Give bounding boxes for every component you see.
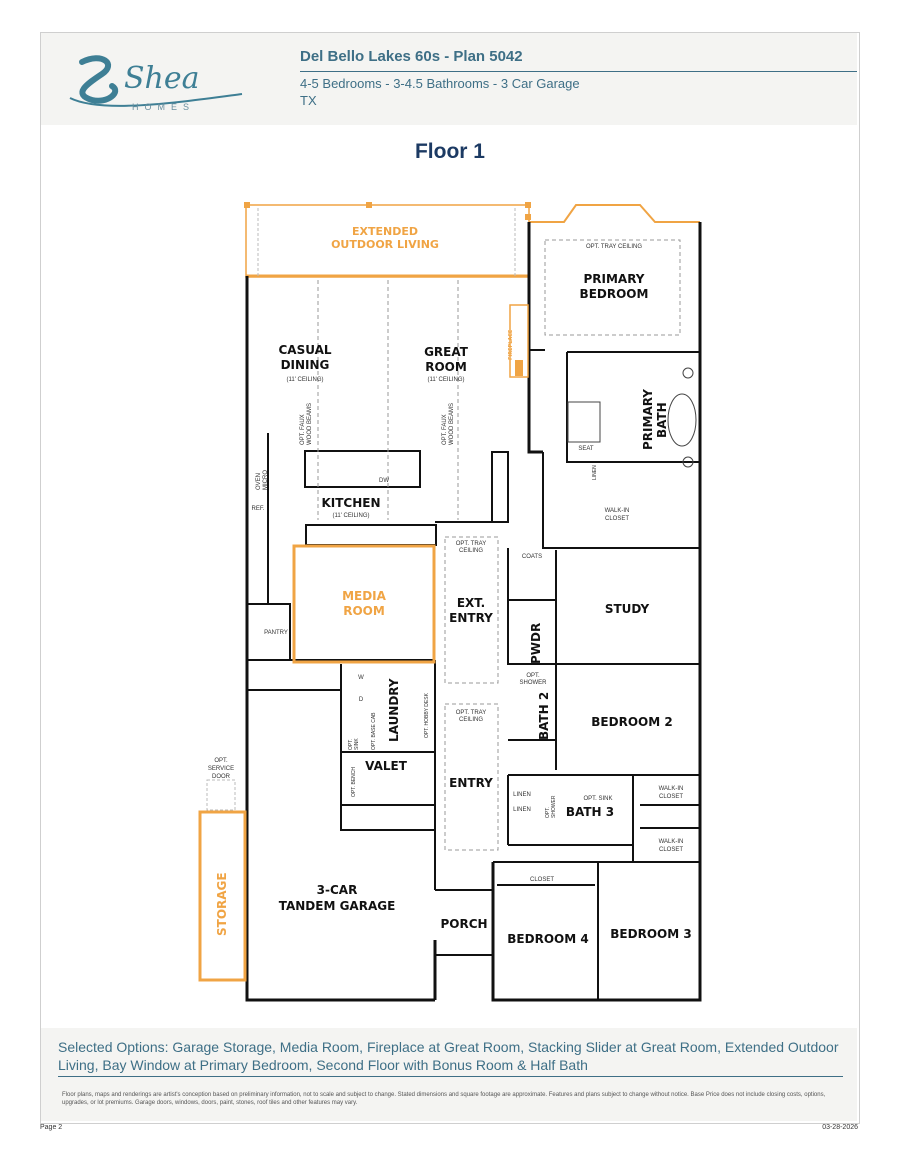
svg-text:Shea: Shea <box>124 61 200 96</box>
entry-tray-label-2: CEILING <box>459 717 483 723</box>
laundry-sink-label-2: SINK <box>354 738 360 750</box>
walkin-closet-label-1a: WALK-IN <box>659 786 684 792</box>
linen-label-1: LINEN <box>513 792 531 798</box>
entry-tray-label-1: OPT. TRAY <box>456 710 486 716</box>
faux-beams-label-2b: WOOD BEAMS <box>449 403 455 445</box>
header-band <box>41 33 857 125</box>
service-door-label-2: SERVICE <box>208 766 234 772</box>
svg-text:HOMES: HOMES <box>132 102 195 112</box>
faux-beams-label-1a: OPT. FAUX <box>300 414 306 445</box>
closet-label: CLOSET <box>530 877 554 883</box>
great-room-label-1: GREAT <box>424 345 469 359</box>
plan-state: TX <box>300 93 317 108</box>
fireplace <box>509 304 529 378</box>
extended-outdoor-label-1: EXTENDED <box>352 225 418 238</box>
bath3-label: BATH 3 <box>566 805 614 819</box>
valet-label: VALET <box>365 759 408 773</box>
washer-label: W <box>358 675 364 681</box>
bench-label: OPT. BENCH <box>351 767 357 797</box>
ext-entry-label-1: EXT. <box>457 596 485 610</box>
oven-label-2: MICRO <box>263 470 269 490</box>
garage-label-1: 3-CAR <box>317 883 358 897</box>
shea-homes-logo: Shea HOMES <box>62 42 252 118</box>
study-label: STUDY <box>605 602 650 616</box>
base-cab-label: OPT. BASE CAB <box>371 712 377 750</box>
dishwasher-label: DW <box>379 478 389 484</box>
primary-bedroom-label-2: BEDROOM <box>580 287 649 301</box>
bath2-shower-label-1: OPT. <box>526 673 540 679</box>
primary-linen-label: LINEN <box>592 465 598 480</box>
exterior-walls <box>245 222 702 1002</box>
faux-beams <box>317 239 681 851</box>
bath2-label: BATH 2 <box>537 692 551 740</box>
casual-dining-label-1: CASUAL <box>278 343 331 357</box>
interior-walls <box>247 349 700 1000</box>
bay-window <box>529 204 700 223</box>
walkin-closet-label-1b: CLOSET <box>659 794 683 800</box>
plan-title: Del Bello Lakes 60s - Plan 5042 <box>300 48 523 65</box>
print-date: 03-28-2026 <box>822 1124 858 1131</box>
ext-entry-label-2: ENTRY <box>449 611 493 625</box>
ext-entry-tray-label-2: CEILING <box>459 548 483 554</box>
bathtub <box>667 393 697 447</box>
floor-plan: EXTENDED OUTDOOR LIVING OPT. TRAY CEILIN… <box>198 202 702 1002</box>
plan-specs: 4-5 Bedrooms - 3-4.5 Bathrooms - 3 Car G… <box>300 76 580 91</box>
walkin-closet-label-2a: WALK-IN <box>659 839 684 845</box>
primary-bath-label-1: PRIMARY <box>641 389 655 450</box>
garage-storage <box>198 810 247 982</box>
linen-label-2: LINEN <box>513 807 531 813</box>
faux-beams-label-1b: WOOD BEAMS <box>307 403 313 445</box>
kitchen-ceiling-label: (11' CEILING) <box>332 513 369 519</box>
service-door-label-1: OPT. <box>214 758 228 764</box>
dryer-label: D <box>359 697 364 703</box>
porch-label: PORCH <box>440 917 487 931</box>
footer-band <box>41 1028 857 1121</box>
floor-title: Floor 1 <box>414 140 485 163</box>
bath2-shower-label-2: SHOWER <box>520 680 548 686</box>
footer-divider <box>58 1076 843 1077</box>
page-number: Page 2 <box>40 1124 63 1131</box>
bath3-shower-label-1: OPT. <box>545 807 551 818</box>
header-divider <box>300 71 857 72</box>
ref-label: REF. <box>251 506 264 512</box>
primary-walkin-label-2: CLOSET <box>605 516 629 522</box>
primary-bedroom-label-1: PRIMARY <box>583 272 644 286</box>
media-room <box>292 544 436 664</box>
bath3-sink-label: OPT. SINK <box>583 796 612 802</box>
bedroom2-label: BEDROOM 2 <box>591 715 672 729</box>
selected-options: Selected Options: Garage Storage, Media … <box>58 1039 839 1073</box>
pantry-label: PANTRY <box>264 630 288 636</box>
laundry-sink-label-1: OPT. <box>348 739 354 750</box>
bath3-shower-label-2: SHOWER <box>551 795 557 818</box>
entry-label: ENTRY <box>449 776 493 790</box>
oven-label-1: OVEN <box>256 473 262 490</box>
great-room-label-2: ROOM <box>425 360 467 374</box>
garage-label-2: TANDEM GARAGE <box>279 899 396 913</box>
bedroom3-label: BEDROOM 3 <box>610 927 691 941</box>
primary-tray-label: OPT. TRAY CEILING <box>586 244 642 250</box>
page-frame <box>40 32 860 1124</box>
extended-outdoor-label-2: OUTDOOR LIVING <box>331 238 439 251</box>
media-room-label-2: ROOM <box>343 604 385 618</box>
walkin-closet-label-2b: CLOSET <box>659 847 683 853</box>
powder-label: PWDR <box>529 623 543 664</box>
coats-label: COATS <box>522 554 542 560</box>
hobby-desk-label: OPT. HOBBY DESK <box>424 692 430 738</box>
storage-label: STORAGE <box>215 872 229 936</box>
faux-beams-label-2a: OPT. FAUX <box>442 414 448 445</box>
service-door-label-3: DOOR <box>212 774 231 780</box>
laundry-label: LAUNDRY <box>387 678 401 742</box>
great-ceiling-label: (11' CEILING) <box>427 377 464 383</box>
fireplace-label: FIREPLACE <box>508 329 514 360</box>
ext-entry-tray-label-1: OPT. TRAY <box>456 541 486 547</box>
disclaimer: Floor plans, maps and renderings are art… <box>62 1092 826 1106</box>
media-room-label-1: MEDIA <box>342 589 387 603</box>
primary-bath-label-2: BATH <box>655 402 669 438</box>
casual-dining-label-2: DINING <box>281 358 330 372</box>
seat-label: SEAT <box>578 446 594 452</box>
bedroom4-label: BEDROOM 4 <box>507 932 588 946</box>
primary-walkin-label-1: WALK-IN <box>605 508 630 514</box>
kitchen-label: KITCHEN <box>321 496 380 510</box>
casual-ceiling-label: (11' CEILING) <box>286 377 323 383</box>
